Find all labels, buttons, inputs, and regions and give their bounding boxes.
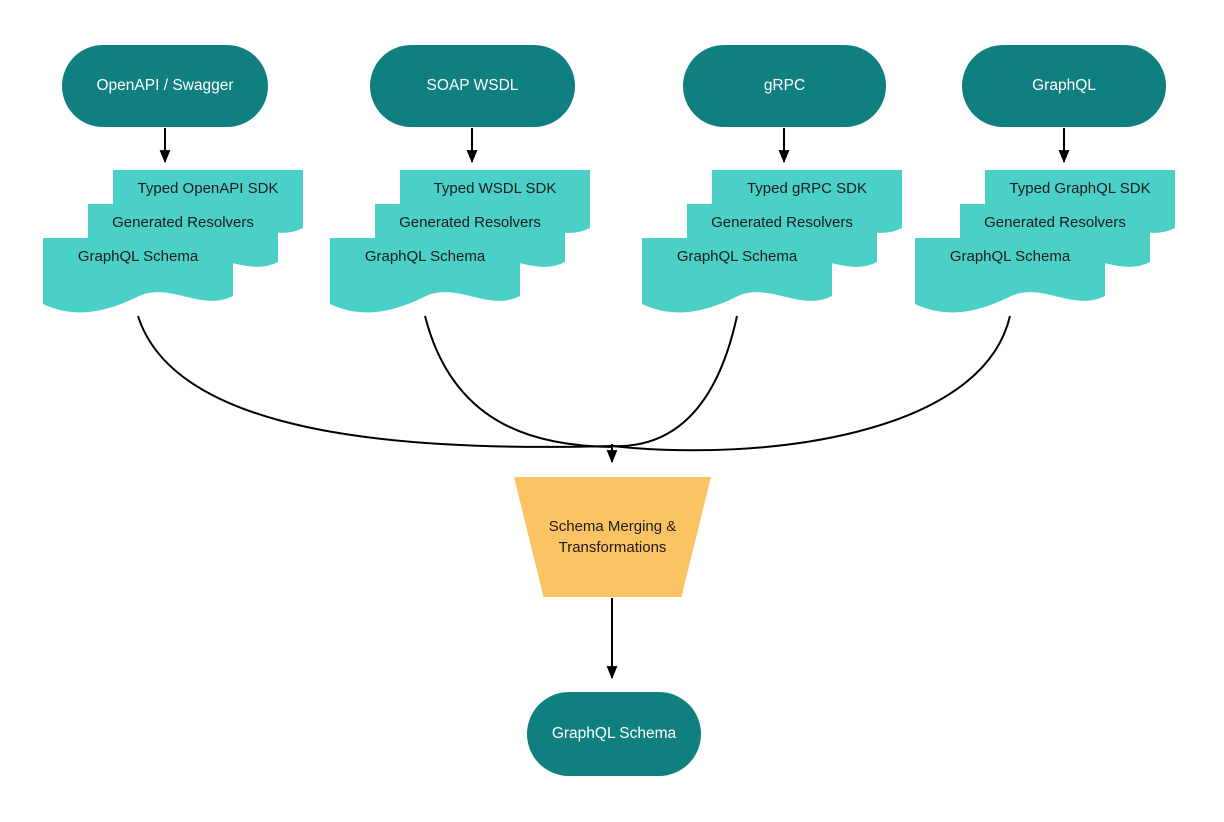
doc-label: Typed gRPC SDK — [746, 180, 868, 197]
doc-label: GraphQL Schema — [77, 248, 199, 265]
document-shape — [642, 238, 832, 313]
doc-label: Typed WSDL SDK — [433, 180, 557, 197]
merge-node: Schema Merging & Transformations — [514, 477, 711, 597]
source-label: gRPC — [763, 77, 806, 94]
doc-label: GraphQL Schema — [676, 248, 798, 265]
doc-label: Generated Resolvers — [112, 214, 254, 231]
curve-graphql-to-merge — [611, 315, 1011, 452]
merge-label-line1: Schema Merging & — [548, 518, 677, 535]
curve-openapi-to-merge — [137, 315, 613, 448]
document-shape — [330, 238, 520, 313]
source-label: SOAP WSDL — [426, 77, 519, 94]
source-label: OpenAPI / Swagger — [96, 77, 234, 94]
merge-label-line2: Transformations — [558, 539, 667, 556]
doc-label: Typed OpenAPI SDK — [137, 180, 279, 197]
source-node-openapi: OpenAPI / Swagger — [62, 45, 268, 127]
doc-label: Generated Resolvers — [711, 214, 853, 231]
curve-grpc-to-merge — [611, 315, 738, 448]
curve-soap-to-merge — [424, 315, 613, 448]
source-node-grpc: gRPC — [683, 45, 886, 127]
doc-graphql-schema-graphql: GraphQL Schema — [915, 238, 1105, 318]
source-node-graphql: GraphQL — [962, 45, 1166, 127]
doc-graphql-schema-openapi: GraphQL Schema — [43, 238, 233, 318]
doc-label: Typed GraphQL SDK — [1009, 180, 1151, 197]
document-shape — [915, 238, 1105, 313]
doc-graphql-schema-grpc: GraphQL Schema — [642, 238, 832, 318]
document-shape — [43, 238, 233, 313]
output-label: GraphQL Schema — [551, 725, 677, 742]
doc-label: Generated Resolvers — [984, 214, 1126, 231]
source-node-soap-wsdl: SOAP WSDL — [370, 45, 575, 127]
doc-label: GraphQL Schema — [949, 248, 1071, 265]
output-node-graphql-schema: GraphQL Schema — [527, 692, 701, 776]
doc-label: Generated Resolvers — [399, 214, 541, 231]
source-label: GraphQL — [1032, 77, 1096, 94]
doc-graphql-schema-wsdl: GraphQL Schema — [330, 238, 520, 318]
doc-label: GraphQL Schema — [364, 248, 486, 265]
